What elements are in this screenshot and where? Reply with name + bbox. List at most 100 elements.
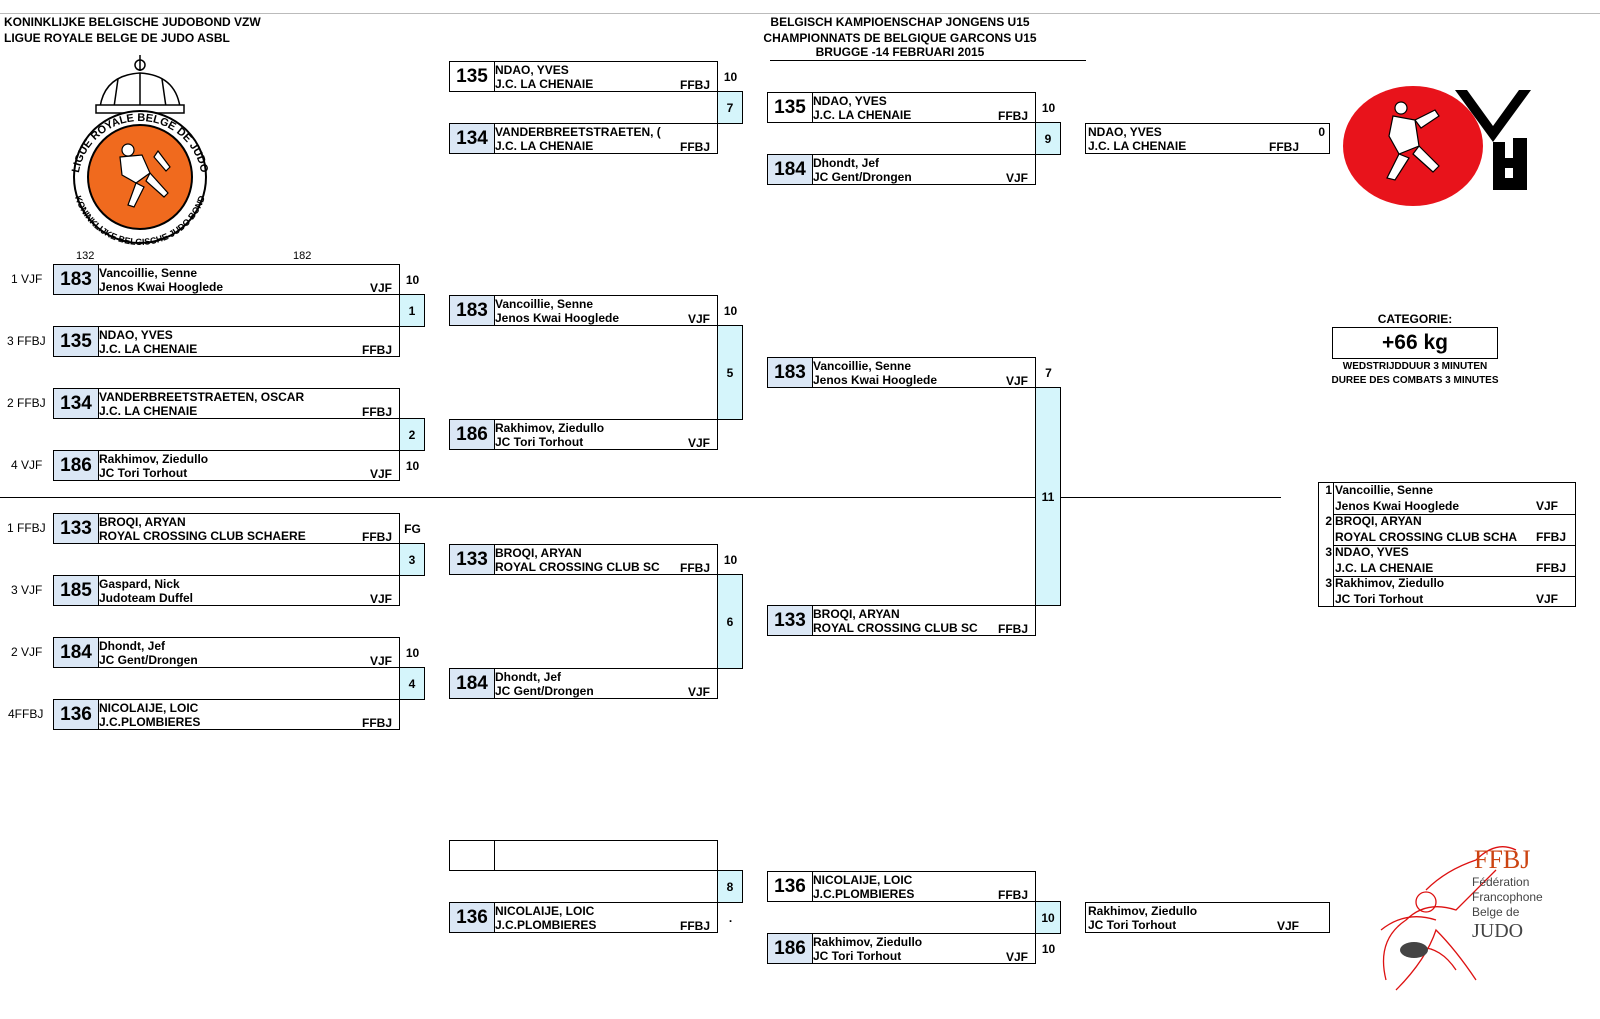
competitor-federation: VJF <box>1005 171 1028 185</box>
result-federation: VJF <box>1536 498 1559 513</box>
seed-label: 2 FFBJ <box>7 396 46 410</box>
competitor-number: 133 <box>768 606 813 635</box>
competitor-federation: FFBJ <box>680 140 710 154</box>
result-name: NDAO, YVES <box>1335 545 1409 559</box>
score-cell: FG <box>399 513 425 544</box>
seed-label: 4 VJF <box>11 458 43 472</box>
bout-number: 8 <box>717 870 743 903</box>
competitor-number: 136 <box>450 903 495 932</box>
competitor-number: 185 <box>54 576 99 605</box>
seed-label: 1 FFBJ <box>7 521 46 535</box>
competitor-club: J.C. LA CHENAIE <box>1088 139 1187 153</box>
competitor-federation: VJF <box>1005 950 1028 964</box>
competitor-federation: FFBJ <box>362 405 392 419</box>
result-divider <box>1333 545 1576 546</box>
competitor-club: J.C. LA CHENAIE <box>99 404 198 418</box>
pool-number-right: 182 <box>293 250 312 262</box>
competitor-federation: FFBJ <box>680 561 710 575</box>
competitor-club: J.C. LA CHENAIE <box>813 108 912 122</box>
seed-label: 1 VJF <box>11 272 43 286</box>
score-cell <box>717 840 743 871</box>
crown-icon <box>95 55 185 114</box>
bout-number: 9 <box>1035 122 1061 155</box>
results-box <box>1318 482 1576 607</box>
competitor-federation: VJF <box>369 281 392 295</box>
repechage-entry[interactable] <box>449 840 743 871</box>
svg-text:JUDO: JUDO <box>1472 920 1523 942</box>
competitor-name: Dhondt, Jef <box>99 639 165 653</box>
competitor-number: 134 <box>54 389 99 418</box>
result-federation: FFBJ <box>1536 529 1566 544</box>
bout-number: 10 <box>1035 901 1061 934</box>
competitor-federation: FFBJ <box>998 622 1028 636</box>
title-nl: BELGISCH KAMPIOENSCHAP JONGENS U15 <box>770 15 1030 29</box>
competitor-club: ROYAL CROSSING CLUB SC <box>495 560 660 574</box>
competitor-number: 183 <box>450 296 495 325</box>
category-weight: +66 kg <box>1332 327 1498 359</box>
result-divider <box>1333 514 1576 515</box>
competitor-name: Vancoillie, Senne <box>99 266 198 280</box>
competitor-club: ROYAL CROSSING CLUB SC <box>813 621 978 635</box>
competitor-number: 135 <box>768 93 813 122</box>
competitor-number: 184 <box>768 155 813 184</box>
competitor-name: Gaspard, Nick <box>99 577 180 591</box>
competitor-federation: VJF <box>369 467 392 481</box>
score-cell <box>1035 605 1061 636</box>
competitor-federation: FFBJ <box>998 109 1028 123</box>
bout-number: 6 <box>717 574 743 669</box>
competitor-federation: VJF <box>1005 374 1028 388</box>
score-cell: 10 <box>717 295 743 326</box>
competitor-club: JC Tori Torhout <box>99 466 188 480</box>
result-club: ROYAL CROSSING CLUB SCHA <box>1335 529 1518 544</box>
competitor-federation: VJF <box>369 654 392 668</box>
duration-fr: DUREE DES COMBATS 3 MINUTES <box>1331 375 1499 386</box>
score-cell <box>717 419 743 450</box>
ffbj-logo: FFBJ Fédération Francophone Belge de JUD… <box>1380 845 1543 991</box>
competitor-federation: FFBJ <box>998 888 1028 902</box>
competitor-club: Jenos Kwai Hooglede <box>813 373 938 387</box>
score-cell <box>717 668 743 699</box>
competitor-number: 184 <box>54 638 99 667</box>
competitor-name: Vancoillie, Senne <box>495 297 594 311</box>
org-name-fr: LIGUE ROYALE BELGE DE JUDO ASBL <box>4 31 230 45</box>
judoka-icon <box>1386 101 1440 181</box>
svg-text:FFBJ: FFBJ <box>1474 845 1530 874</box>
result-name: Rakhimov, Ziedullo <box>1335 576 1445 590</box>
competitor-name: NDAO, YVES <box>813 94 887 108</box>
seed-label: 3 FFBJ <box>7 334 46 348</box>
competitor-name: NDAO, YVES <box>495 63 569 77</box>
competitor-name: NDAO, YVES <box>1088 125 1162 139</box>
bout-number: 11 <box>1035 387 1061 606</box>
score-cell <box>399 388 425 419</box>
competitor-number: 186 <box>54 451 99 480</box>
svg-text:Fédération: Fédération <box>1472 875 1529 889</box>
competitor-name: Dhondt, Jef <box>495 670 561 684</box>
vjf-letters-icon <box>1455 90 1531 190</box>
competitor-club: Judoteam Duffel <box>99 591 194 605</box>
result-place: 3 <box>1325 576 1332 590</box>
competitor-number: 184 <box>450 669 495 698</box>
